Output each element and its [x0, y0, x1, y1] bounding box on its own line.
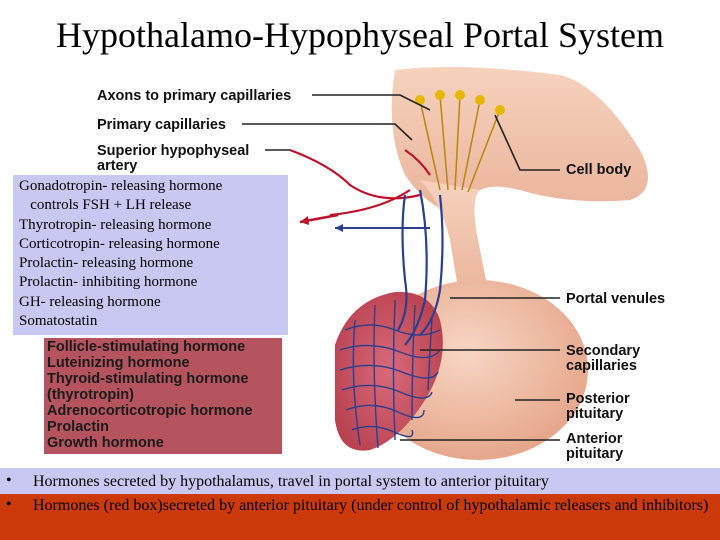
bullet-icon: • — [6, 496, 12, 513]
releasing-hormone-item: Corticotropin- releasing hormone — [19, 235, 220, 252]
anterior-pituitary — [335, 291, 443, 451]
releasing-hormone-item: GH- releasing hormone — [19, 293, 161, 310]
portal-system-illustration — [242, 66, 648, 460]
releasing-hormone-item: Thyrotropin- releasing hormone — [19, 216, 212, 233]
releasing-hormone-item: Gonadotropin- releasing hormone — [19, 178, 223, 194]
label-superior-artery-2: artery — [97, 158, 138, 174]
label-secondary-2: capillaries — [566, 358, 637, 374]
note-band-red — [0, 494, 720, 540]
leader-lines — [242, 94, 560, 441]
label-posterior-1: Posterior — [566, 391, 630, 407]
releasing-hormones-box: Gonadotropin- releasing hormone controls… — [13, 175, 288, 335]
releasing-hormone-item: Prolactin- releasing hormone — [19, 255, 194, 272]
label-primary-capillaries: Primary capillaries — [97, 117, 226, 133]
hypothalamic-neurons — [419, 94, 501, 193]
releasing-hormone-item: controls FSH + LH release — [19, 197, 192, 214]
note-2: Hormones (red box)secreted by anterior p… — [33, 497, 709, 514]
hypothalamus-tissue — [391, 66, 648, 215]
neuron-cell-bodies — [415, 90, 505, 115]
label-cell-body: Cell body — [566, 162, 632, 178]
label-anterior-1: Anterior — [566, 431, 623, 447]
secondary-capillary-mesh — [339, 299, 441, 449]
pituitary-hormone-item: Luteinizing hormone — [47, 355, 190, 371]
pituitary-hormone-item: Follicle-stimulating hormone — [47, 339, 246, 355]
infundibulum-stalk — [420, 180, 490, 300]
bullet-icon: • — [6, 472, 12, 489]
arteries — [289, 148, 431, 217]
pituitary-hormone-item: Growth hormone — [47, 435, 164, 451]
pituitary-hormone-item: Adrenocorticotropic hormone — [47, 403, 253, 419]
pituitary-hormone-item: Thyroid-stimulating hormone — [47, 371, 249, 387]
label-superior-artery-1: Superior hypophyseal — [97, 143, 250, 159]
note-band-blue — [0, 468, 720, 494]
portal-venules — [397, 189, 444, 346]
label-posterior-2: pituitary — [566, 406, 624, 422]
pituitary-hormone-item: Prolactin — [47, 419, 110, 435]
label-secondary-1: Secondary — [566, 343, 641, 359]
notes-section: • Hormones secreted by hypothalamus, tra… — [0, 468, 720, 540]
releasing-hormone-item: Somatostatin — [19, 313, 98, 330]
label-portal-venules: Portal venules — [566, 291, 666, 307]
pituitary-hormone-item: (thyrotropin) — [47, 387, 134, 403]
pituitary-hormones-box: Follicle-stimulating hormone Luteinizing… — [44, 338, 282, 454]
releasing-hormone-item: Prolactin- inhibiting hormone — [19, 274, 198, 291]
note-1: Hormones secreted by hypothalamus, trave… — [33, 473, 549, 490]
label-anterior-2: pituitary — [566, 446, 624, 462]
slide-title: Hypothalamo-Hypophyseal Portal System — [56, 15, 664, 55]
label-axons: Axons to primary capillaries — [97, 88, 292, 104]
